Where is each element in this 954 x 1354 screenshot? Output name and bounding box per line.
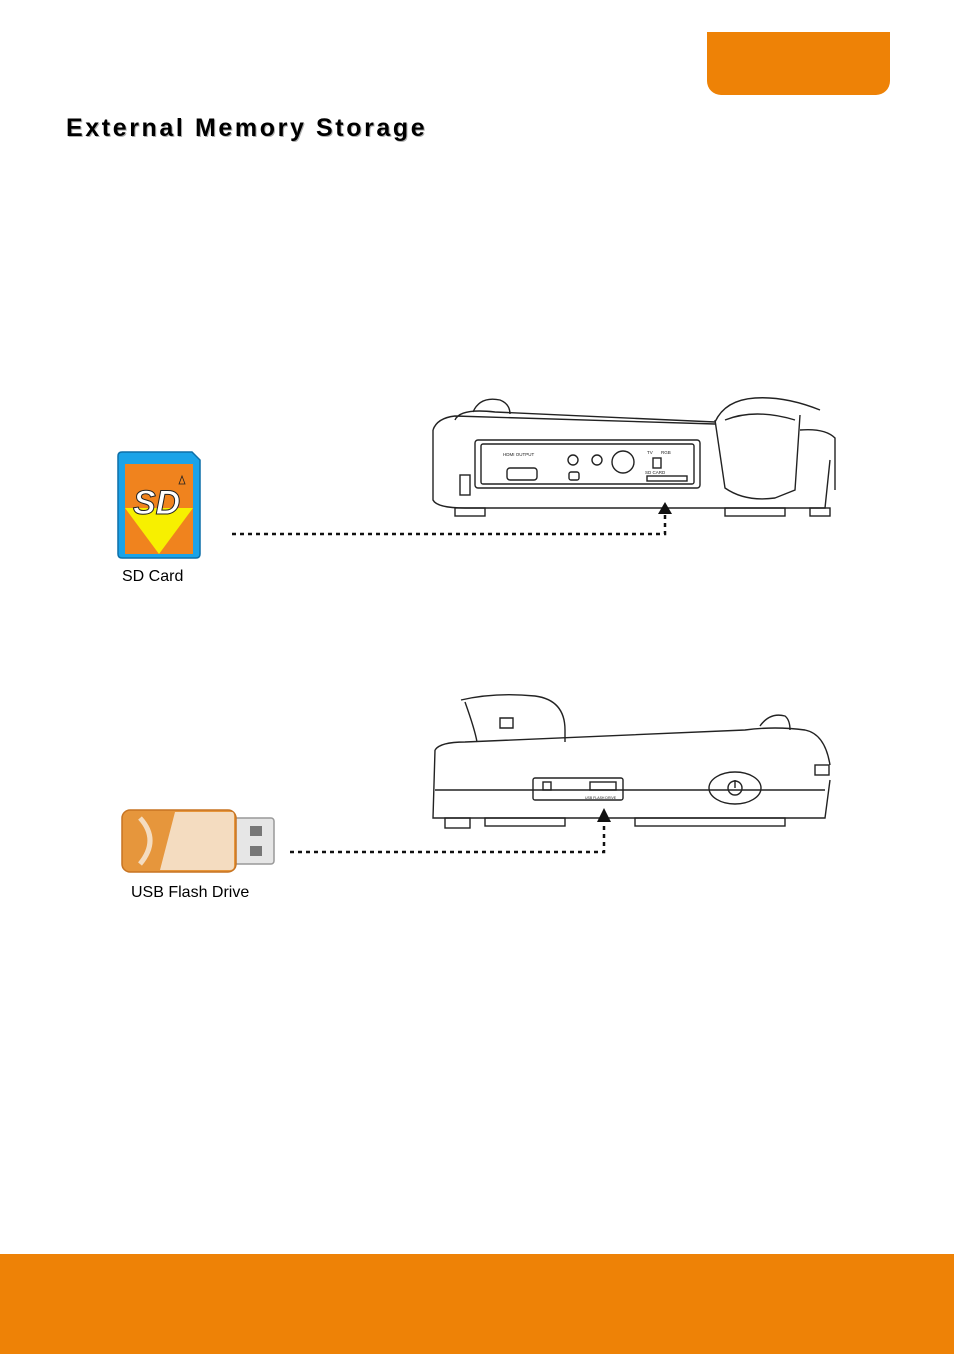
sd-card-slot-label: SD CARD <box>645 470 666 475</box>
hdmi-output-label: HDMI OUTPUT <box>503 452 534 457</box>
sd-card-connector-line <box>232 502 672 536</box>
sd-card-icon: SD <box>117 451 201 559</box>
usb-connector <box>231 817 275 865</box>
tv-label: TV <box>647 450 653 455</box>
usb-port-label: USB FLASH DRIVE <box>585 796 617 800</box>
usb-flash-drive-icon <box>121 809 275 873</box>
chapter-tab <box>707 32 890 95</box>
usb-flash-drive-caption: USB Flash Drive <box>131 884 250 901</box>
sd-card-triangle <box>125 508 193 554</box>
usb-connector-line <box>290 808 611 854</box>
device-rear-panel-illustration: HDMI OUTPUT TV RGB SD CARD <box>432 397 836 517</box>
sd-card-logo: SD <box>133 484 180 522</box>
device-side-panel-illustration: USB FLASH DRIVE <box>432 693 831 829</box>
page-title: External Memory Storage <box>66 114 428 142</box>
sd-card-caption: SD Card <box>122 568 184 585</box>
rgb-label: RGB <box>661 450 671 455</box>
footer-band <box>0 1254 954 1354</box>
